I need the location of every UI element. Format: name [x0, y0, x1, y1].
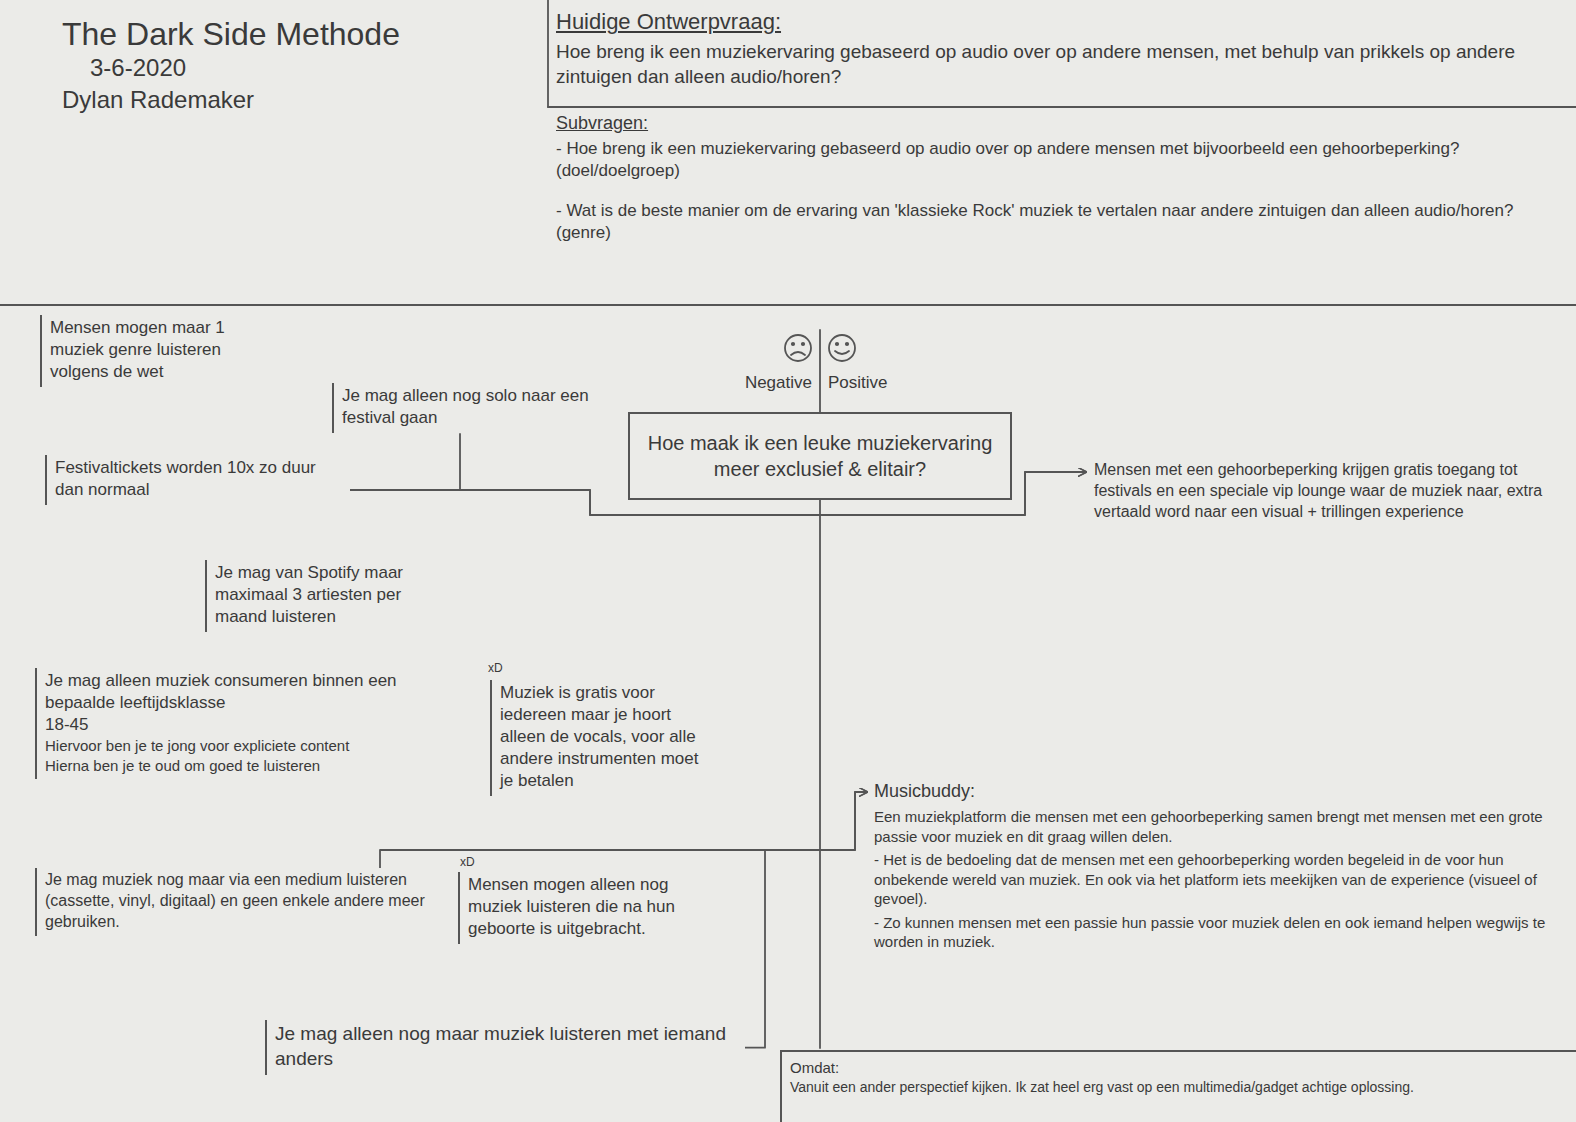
author-label: Dylan Rademaker — [62, 84, 254, 115]
solution-note: Musicbuddy: Een muziekplatform die mensen… — [868, 778, 1563, 956]
section-heading: Subvragen: — [556, 112, 648, 135]
note-text: Mensen mogen maar 1 muziek genre luister… — [50, 317, 234, 383]
divider-line — [547, 0, 549, 107]
design-question: Hoe breng ik een muziekervaring gebaseer… — [556, 40, 1566, 89]
reason-panel: Omdat:Vanuit een ander perspectief kijke… — [780, 1050, 1576, 1122]
note-text: Mensen met een gehoorbeperking krijgen g… — [1094, 460, 1557, 522]
note-text: Mensen mogen alleen nog muziek luisteren… — [468, 874, 714, 940]
question-box: Hoe maak ik een leuke muziekervaring mee… — [628, 412, 1012, 500]
idea-note: Je mag alleen nog maar muziek luisteren … — [265, 1020, 745, 1075]
note-text: Muziek is gratis voor iedereen maar je h… — [500, 682, 702, 792]
column-label: Positive — [828, 372, 888, 394]
divider-line — [0, 304, 1576, 306]
flow-arrow — [380, 792, 867, 868]
axis-line — [819, 500, 821, 1048]
flow-arrow — [745, 792, 867, 1048]
note-text: Je mag van Spotify maar maximaal 3 artie… — [215, 562, 454, 628]
note-mark: xD — [488, 661, 503, 677]
idea-note: Je mag van Spotify maar maximaal 3 artie… — [205, 560, 460, 632]
note-text: Omdat: — [790, 1058, 1568, 1078]
note-mark: xD — [460, 855, 475, 871]
note-text: Festivaltickets worden 10x zo duur dan n… — [55, 457, 344, 501]
sad-face — [785, 335, 811, 361]
sub-question: - Wat is de beste manier om de ervaring … — [556, 200, 1566, 244]
idea-note: Muziek is gratis voor iedereen maar je h… — [490, 680, 708, 796]
axis-line — [819, 330, 821, 412]
note-text: Je mag alleen muziek consumeren binnen e… — [45, 670, 469, 714]
note-text: Je mag muziek nog maar via een medium lu… — [45, 870, 431, 932]
idea-note: Festivaltickets worden 10x zo duur dan n… — [45, 455, 350, 505]
divider-line — [548, 106, 1576, 108]
note-text: Je mag alleen nog solo naar een festival… — [342, 385, 618, 429]
happy-face — [829, 335, 855, 361]
column-label: Negative — [712, 372, 812, 394]
idea-note: Mensen mogen maar 1 muziek genre luister… — [40, 315, 240, 387]
section-heading: Huidige Ontwerpvraag: — [556, 8, 781, 37]
solution-note: Mensen met een gehoorbeperking krijgen g… — [1088, 458, 1563, 526]
note-text: Hoe maak ik een leuke muziekervaring mee… — [638, 430, 1002, 482]
note-body: 18-45 — [45, 714, 469, 736]
idea-note: Je mag muziek nog maar via een medium lu… — [35, 868, 437, 936]
note-body: - Het is de bedoeling dat de mensen met … — [874, 850, 1557, 909]
note-text: Je mag alleen nog maar muziek luisteren … — [275, 1022, 739, 1071]
idea-note: Mensen mogen alleen nog muziek luisteren… — [458, 872, 720, 944]
note-body: Hiervoor ben je te jong voor expliciete … — [45, 736, 469, 756]
note-body: - Zo kunnen mensen met een passie hun pa… — [874, 913, 1557, 952]
idea-note: Je mag alleen nog solo naar een festival… — [332, 383, 624, 433]
note-body: Hierna ben je te oud om goed te luistere… — [45, 756, 469, 776]
idea-note: Je mag alleen muziek consumeren binnen e… — [35, 668, 475, 779]
note-body: Vanuit een ander perspectief kijken. Ik … — [790, 1078, 1568, 1096]
date-label: 3-6-2020 — [90, 52, 186, 83]
page-title: The Dark Side Methode — [62, 14, 400, 56]
sub-question: - Hoe breng ik een muziekervaring gebase… — [556, 138, 1566, 182]
note-body: Een muziekplatform die mensen met een ge… — [874, 807, 1557, 846]
note-text: Musicbuddy: — [874, 780, 1557, 803]
